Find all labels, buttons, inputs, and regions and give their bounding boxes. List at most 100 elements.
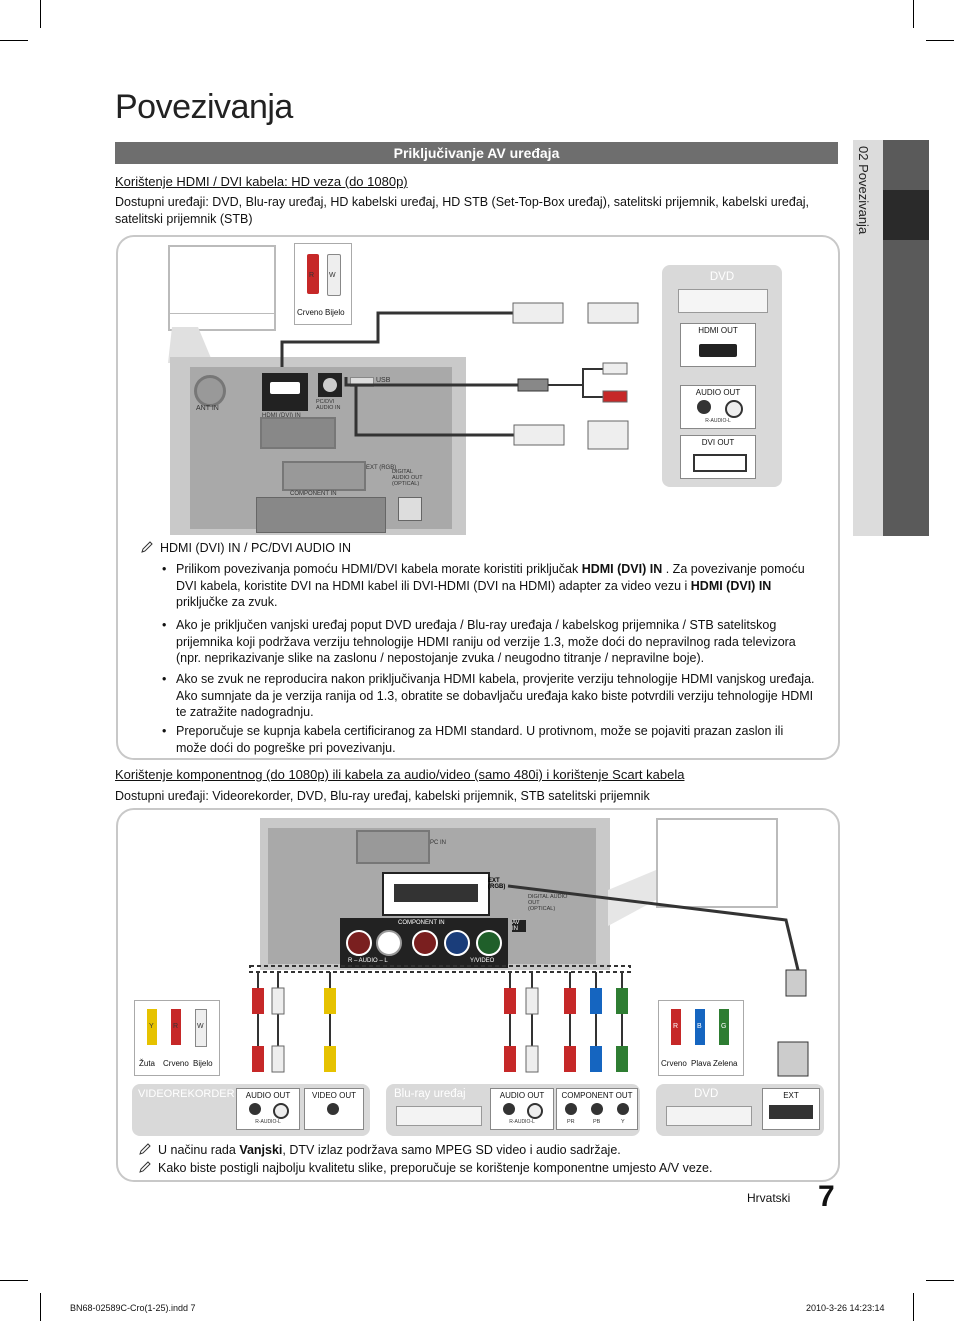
chapter-label: 02 Povezivanja <box>856 146 871 235</box>
vcr-device-box: VIDEOREKORDER AUDIO OUT R-AUDIO-L VIDEO … <box>132 1084 370 1136</box>
plug-b-label: B <box>697 1023 702 1030</box>
red-label: Crveno <box>297 308 323 317</box>
dvd-ext-port: EXT <box>762 1088 820 1130</box>
diagram-box-hdmi: ANT IN HDMI (DVI) IN PC/DVI AUDIO IN USB… <box>116 235 840 760</box>
pcdvi-audio-label: PC/DVI AUDIO IN <box>316 399 341 411</box>
audio-out-port: AUDIO OUT R-AUDIO-L <box>680 385 756 429</box>
page-number: 7 <box>818 1180 835 1213</box>
component-in-label: COMPONENT IN <box>290 491 337 497</box>
component-cables <box>249 884 809 1077</box>
dvd-title-2: DVD <box>694 1088 719 1100</box>
chapter-tab-light <box>853 140 883 536</box>
vcr-title: VIDEOREKORDER <box>138 1088 235 1100</box>
pc-in-port-2 <box>356 830 430 864</box>
vcr-video-out-label: VIDEO OUT <box>311 1091 356 1100</box>
digital-audio-label: DIGITAL AUDIO OUT (OPTICAL) <box>392 469 423 487</box>
bluray-player-icon <box>396 1106 482 1126</box>
component-in-label-2: COMPONENT IN <box>398 920 445 926</box>
ext-rgb-port <box>282 461 366 491</box>
dvd-title: DVD <box>709 271 735 283</box>
bluray-component-out: COMPONENT OUT PR PB Y <box>556 1088 638 1130</box>
component-in-panel-2: COMPONENT IN R – AUDIO – L Y/VIDEO <box>340 918 508 968</box>
section1-devices: Dostupni uređaji: DVD, Blu-ray uređaj, H… <box>115 195 810 226</box>
pc-in-port <box>260 417 336 449</box>
dvi-out-port: DVI OUT <box>680 435 756 479</box>
vcr-audio-out: AUDIO OUT R-AUDIO-L <box>236 1088 300 1130</box>
crop-mark <box>0 1280 28 1281</box>
footer-date: 2010-3-26 14:23:14 <box>806 1303 885 1313</box>
dvd-player-icon <box>678 289 768 313</box>
dvd-plug-legend: R B G Crveno Plava Zelena <box>658 1000 744 1076</box>
plug-w-label-2: W <box>197 1023 204 1030</box>
bluray-audio-sub: R-AUDIO-L <box>509 1119 535 1125</box>
white-label-2: Bijelo <box>193 1059 213 1068</box>
note-title-text: HDMI (DVI) IN / PC/DVI AUDIO IN <box>160 541 351 555</box>
bullet-item: •Ako je priključen vanjski uređaj poput … <box>162 618 796 665</box>
ext-rgb-label-2: EXT (RGB) <box>488 878 506 890</box>
zoom-connector-2 <box>608 870 656 926</box>
ant-in-port <box>194 375 226 407</box>
usb-label: USB <box>376 377 391 384</box>
pencil-icon <box>139 1161 151 1173</box>
hdmi-note-title: HDMI (DVI) IN / PC/DVI AUDIO IN <box>140 540 351 555</box>
plug-r-label-2: R <box>173 1023 179 1030</box>
dvd-device-box-2: DVD EXT <box>656 1084 824 1136</box>
crop-mark <box>40 1293 41 1321</box>
crop-mark <box>913 1293 914 1321</box>
note-external-mode: U načinu rada Vanjski, DTV izlaz podržav… <box>138 1142 621 1157</box>
ext-rgb-port-2 <box>382 872 490 916</box>
pencil-icon <box>141 541 153 553</box>
white-label: Bijelo <box>325 308 345 317</box>
plug-y-label: Y <box>149 1023 154 1030</box>
bluray-title: Blu-ray uređaj <box>394 1088 466 1100</box>
y-label: Y <box>621 1119 625 1125</box>
bluray-audio-out: AUDIO OUT R-AUDIO-L <box>490 1088 554 1130</box>
bullet-item: •Preporučuje se kupnja kabela certificir… <box>162 724 784 755</box>
optical-port <box>398 497 422 521</box>
footer-file: BN68-02589C-Cro(1-25).indd 7 <box>70 1303 196 1313</box>
vcr-video-out: VIDEO OUT <box>304 1088 364 1130</box>
blue-label: Plava <box>691 1059 712 1068</box>
tv-monitor-2 <box>656 818 778 908</box>
audio-port-label-2: R – AUDIO – L <box>348 958 388 964</box>
pencil-icon <box>139 1143 151 1155</box>
audio-plug-legend: R W Crveno Bijelo <box>294 243 352 325</box>
section2-heading: Korištenje komponentnog (do 1080p) ili k… <box>115 767 685 782</box>
red-label-2: Crveno <box>163 1059 189 1068</box>
vcr-audio-out-label: AUDIO OUT <box>245 1091 291 1100</box>
pb-label: PB <box>593 1119 601 1125</box>
crop-mark <box>926 40 954 41</box>
dvd-ext-label: EXT <box>783 1091 799 1100</box>
plug-r-label: R <box>309 272 315 279</box>
pc-in-label-2: PC IN <box>430 840 447 846</box>
hdmi-out-label: HDMI OUT <box>698 326 738 335</box>
component-in-panel <box>256 497 386 533</box>
yellow-label: Žuta <box>139 1059 156 1068</box>
ext-rgb-label: EXT (RGB) <box>366 465 397 471</box>
crop-mark <box>0 40 28 41</box>
audio-out-label: AUDIO OUT <box>695 388 741 397</box>
section-banner: Priključivanje AV uređaja <box>115 142 838 164</box>
chapter-tab-marker <box>883 190 929 240</box>
plug-g-label: G <box>721 1023 727 1030</box>
red-label-3: Crveno <box>661 1059 687 1068</box>
page-title: Povezivanja <box>115 88 293 126</box>
tv-back-panel-2: PC IN EXT (RGB) DIGITAL AUDIO OUT (OPTIC… <box>260 818 610 970</box>
bluray-component-out-label: COMPONENT OUT <box>561 1091 633 1100</box>
plug-w-label: W <box>329 272 336 279</box>
audio-out-sub: R-AUDIO-L <box>705 418 731 424</box>
vcr-plug-legend: Y R W Žuta Crveno Bijelo <box>134 1000 220 1076</box>
bluray-device-box: Blu-ray uređaj AUDIO OUT R-AUDIO-L COMPO… <box>386 1084 640 1136</box>
digital-audio-label-2: DIGITAL AUDIO OUT (OPTICAL) <box>528 894 568 912</box>
crop-mark <box>913 0 914 28</box>
diagram-box-component: PC IN EXT (RGB) DIGITAL AUDIO OUT (OPTIC… <box>116 808 840 1182</box>
bluray-audio-out-label: AUDIO OUT <box>499 1091 545 1100</box>
pcdvi-audio-port <box>318 373 342 397</box>
section2-devices: Dostupni uređaji: Videorekorder, DVD, Bl… <box>115 789 650 803</box>
hdmi-out-port: HDMI OUT <box>680 323 756 367</box>
crop-mark <box>926 1280 954 1281</box>
language-label: Hrvatski <box>747 1191 791 1205</box>
green-label: Zelena <box>713 1059 738 1068</box>
crop-mark <box>40 0 41 28</box>
bullet-item: •Ako se zvuk ne reproducira nakon priklj… <box>162 672 815 719</box>
